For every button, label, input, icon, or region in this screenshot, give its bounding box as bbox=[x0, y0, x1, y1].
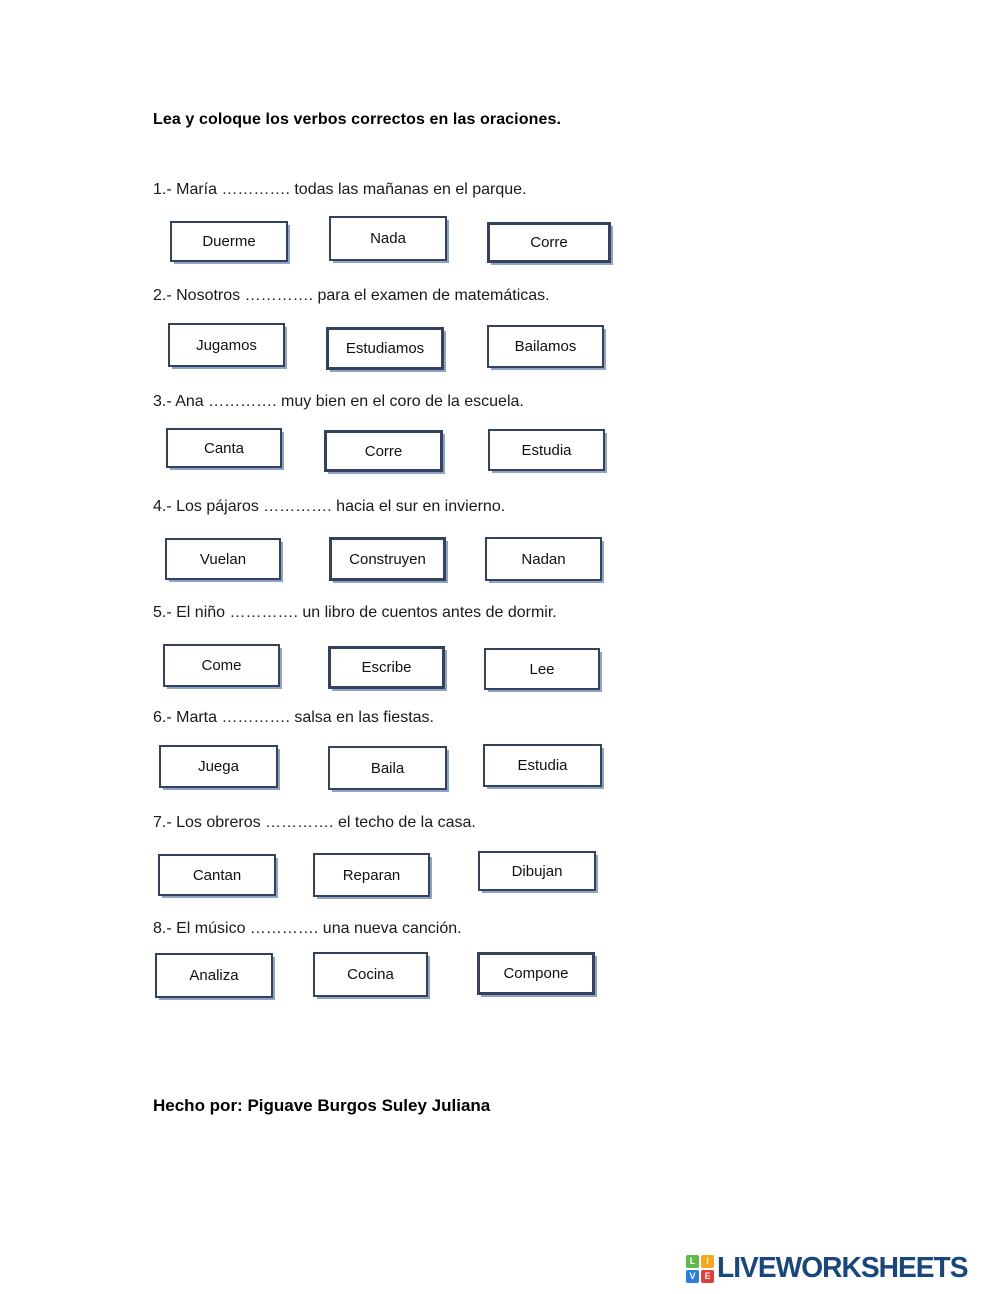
liveworksheets-wordmark: LIVEWORKSHEETS bbox=[717, 1252, 969, 1284]
option-box-cantan[interactable]: Cantan bbox=[158, 854, 276, 896]
question-4-sentence: 4.- Los pájaros …………. hacia el sur en in… bbox=[153, 498, 506, 515]
option-box-reparan[interactable]: Reparan bbox=[313, 853, 430, 897]
option-box-escribe[interactable]: Escribe bbox=[328, 646, 445, 689]
option-box-analiza[interactable]: Analiza bbox=[155, 953, 273, 998]
logo-tile-i: I bbox=[701, 1254, 714, 1268]
logo-tile-l: L bbox=[686, 1254, 699, 1268]
option-box-come[interactable]: Come bbox=[163, 644, 280, 687]
option-box-jugamos[interactable]: Jugamos bbox=[168, 323, 285, 367]
option-box-corre-3[interactable]: Corre bbox=[324, 430, 443, 472]
logo-tile-v: V bbox=[686, 1269, 699, 1283]
option-box-baila[interactable]: Baila bbox=[328, 746, 447, 790]
option-box-canta[interactable]: Canta bbox=[166, 428, 282, 468]
option-box-estudia-3[interactable]: Estudia bbox=[488, 429, 605, 471]
liveworksheets-logo[interactable]: L I V E LIVEWORKSHEETS bbox=[686, 1252, 975, 1285]
option-box-construyen[interactable]: Construyen bbox=[329, 537, 446, 581]
logo-tile-e: E bbox=[701, 1269, 714, 1283]
option-box-vuelan[interactable]: Vuelan bbox=[165, 538, 281, 580]
question-6-sentence: 6.- Marta …………. salsa en las fiestas. bbox=[153, 709, 434, 726]
option-box-juega[interactable]: Juega bbox=[159, 745, 278, 788]
option-box-nada[interactable]: Nada bbox=[329, 216, 447, 261]
option-box-lee[interactable]: Lee bbox=[484, 648, 600, 690]
author-credit: Hecho por: Piguave Burgos Suley Juliana bbox=[153, 1096, 491, 1115]
option-box-estudia-6[interactable]: Estudia bbox=[483, 744, 602, 787]
option-box-estudiamos[interactable]: Estudiamos bbox=[326, 327, 444, 370]
liveworksheets-icon: L I V E bbox=[686, 1254, 714, 1283]
option-box-corre-1[interactable]: Corre bbox=[487, 222, 611, 263]
option-box-compone[interactable]: Compone bbox=[477, 952, 595, 995]
question-2-sentence: 2.- Nosotros …………. para el examen de mat… bbox=[153, 287, 550, 304]
option-box-cocina[interactable]: Cocina bbox=[313, 952, 428, 997]
option-box-nadan[interactable]: Nadan bbox=[485, 537, 602, 581]
worksheet-title: Lea y coloque los verbos correctos en la… bbox=[153, 111, 562, 128]
question-7-sentence: 7.- Los obreros …………. el techo de la cas… bbox=[153, 814, 476, 831]
question-1-sentence: 1.- María …………. todas las mañanas en el … bbox=[153, 181, 527, 198]
option-box-dibujan[interactable]: Dibujan bbox=[478, 851, 596, 891]
question-5-sentence: 5.- El niño …………. un libro de cuentos an… bbox=[153, 604, 557, 621]
question-8-sentence: 8.- El músico …………. una nueva canción. bbox=[153, 920, 462, 937]
option-box-bailamos[interactable]: Bailamos bbox=[487, 325, 604, 368]
question-3-sentence: 3.- Ana …………. muy bien en el coro de la … bbox=[153, 393, 524, 410]
option-box-duerme[interactable]: Duerme bbox=[170, 221, 288, 262]
